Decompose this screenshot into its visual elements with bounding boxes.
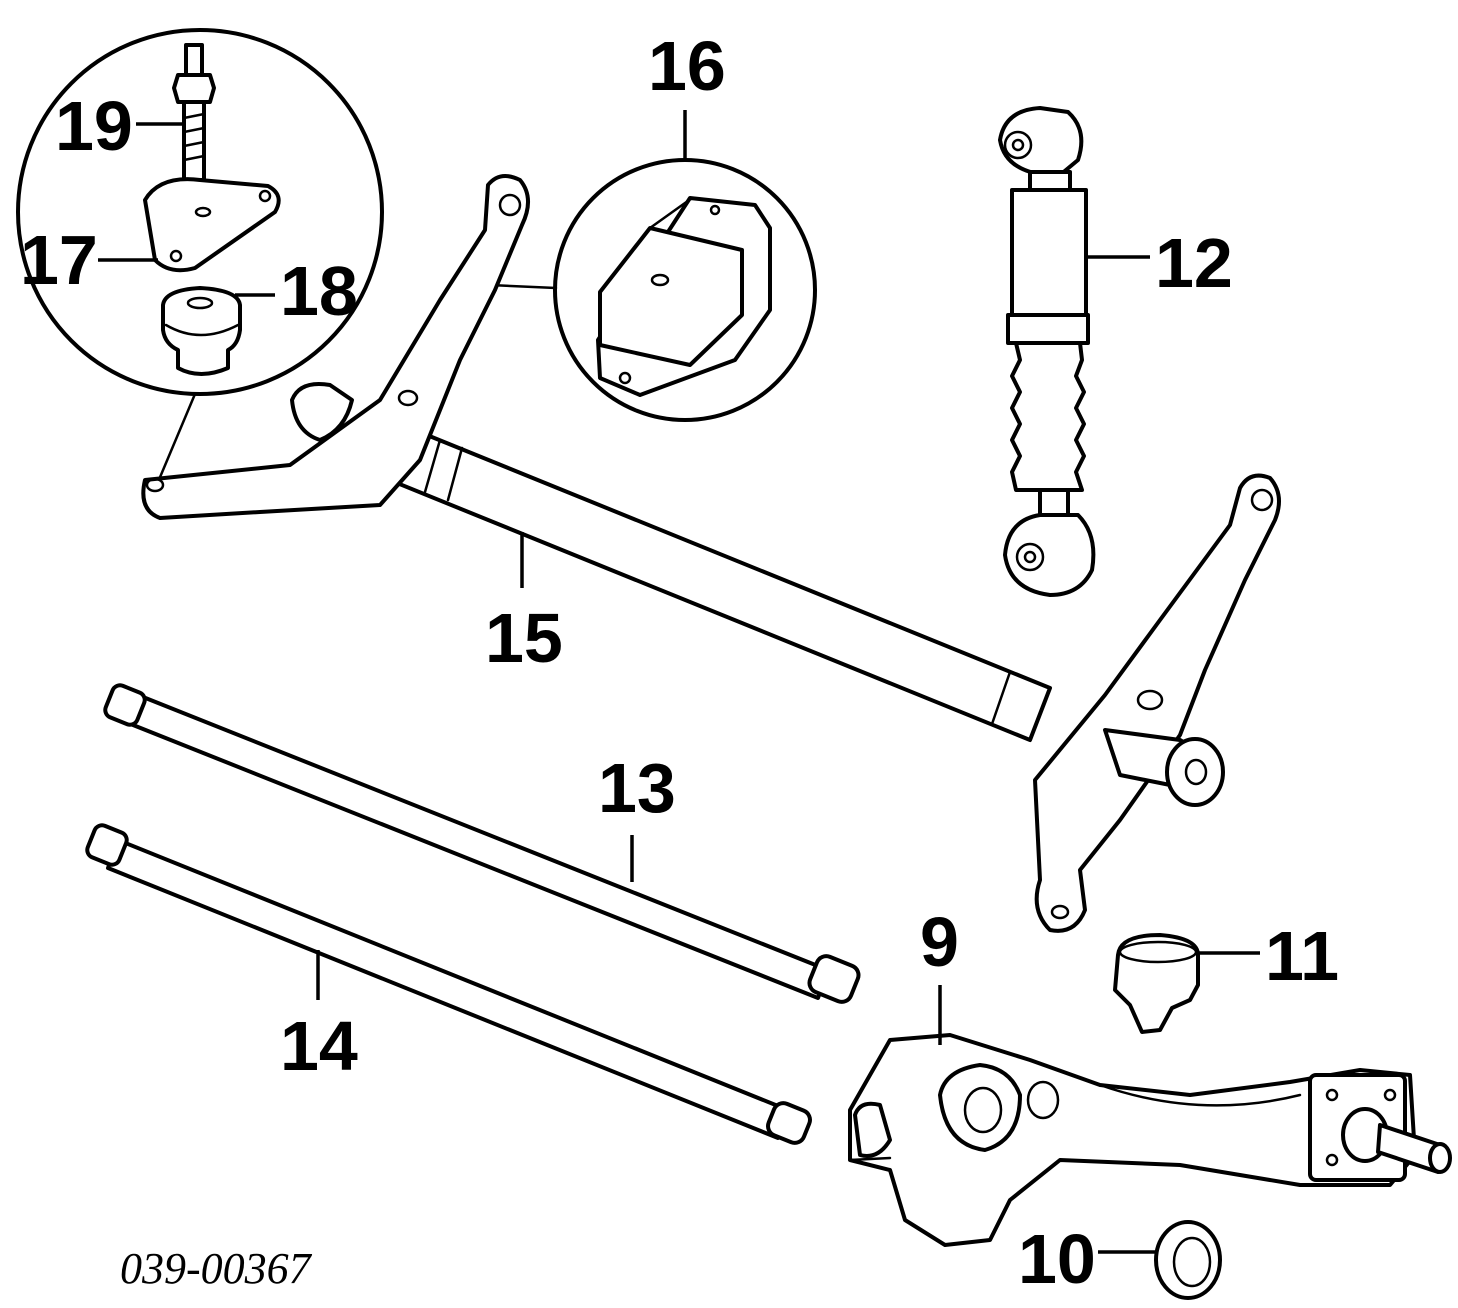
callout-connector-right bbox=[488, 283, 558, 290]
label-9: 9 bbox=[920, 903, 959, 981]
part-13-rod bbox=[103, 683, 861, 1004]
label-18: 18 bbox=[280, 252, 358, 330]
label-13: 13 bbox=[598, 749, 676, 827]
label-12: 12 bbox=[1155, 224, 1233, 302]
part-12-shock-absorber bbox=[998, 106, 1096, 597]
label-16: 16 bbox=[648, 27, 726, 105]
callout-connector-left bbox=[156, 392, 197, 484]
reference-code: 039-00367 bbox=[120, 1244, 313, 1293]
label-15: 15 bbox=[485, 599, 563, 677]
part-19-stud-bolt bbox=[172, 43, 216, 182]
label-10: 10 bbox=[1018, 1220, 1096, 1298]
part-number-labels: 19 17 18 16 12 15 13 14 11 9 10 bbox=[20, 27, 1339, 1298]
part-14-rod bbox=[85, 823, 812, 1145]
label-19: 19 bbox=[55, 87, 133, 165]
part-10-bushing-ring bbox=[1154, 1220, 1222, 1300]
part-17-mounting-plate bbox=[143, 177, 281, 273]
leader-lines bbox=[98, 110, 1260, 1254]
part-16-bushing-block bbox=[596, 196, 772, 397]
part-15-axle-beam bbox=[141, 174, 1281, 933]
label-14: 14 bbox=[280, 1007, 358, 1085]
part-11-buffer bbox=[1113, 933, 1200, 1034]
part-9-trailing-arm bbox=[848, 1033, 1452, 1247]
label-17: 17 bbox=[20, 221, 98, 299]
label-11: 11 bbox=[1265, 917, 1339, 995]
part-18-bump-stop bbox=[161, 286, 242, 376]
